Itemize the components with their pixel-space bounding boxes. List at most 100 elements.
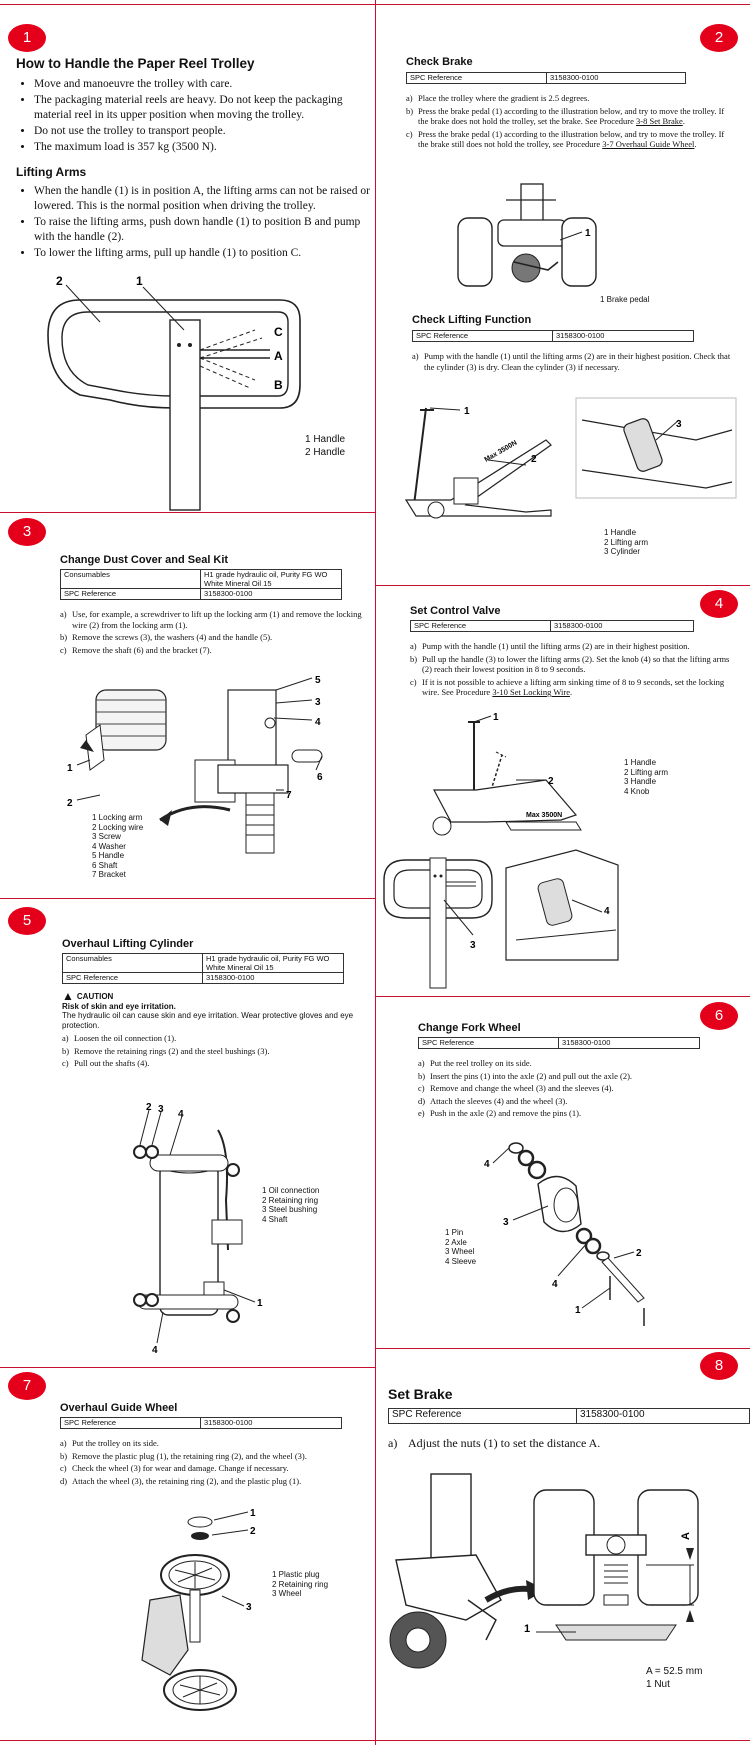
label-3: 3 bbox=[503, 1217, 509, 1228]
spc-label: SPC Reference bbox=[60, 1417, 201, 1429]
step-badge-1: 1 bbox=[8, 24, 46, 52]
step-badge-2: 2 bbox=[700, 24, 738, 52]
legend-item: 4 Washer bbox=[92, 841, 126, 851]
panel-title: How to Handle the Paper Reel Trolley bbox=[16, 56, 255, 71]
legend-item: 2 Lifting arm bbox=[604, 537, 649, 547]
step-badge-7: 7 bbox=[8, 1372, 46, 1400]
list-item: b)Remove the plastic plug (1), the retai… bbox=[60, 1450, 307, 1461]
legend-item: 2 Axle bbox=[445, 1237, 467, 1247]
legend-panel-4: 1 Handle 2 Lifting arm 3 Handle 4 Knob bbox=[624, 758, 668, 796]
list-item: When the handle (1) is in position A, th… bbox=[34, 184, 370, 214]
guide-wheel-diagram: 1 2 3 bbox=[141, 1508, 256, 1711]
legend-item: 1 Oil connection bbox=[262, 1186, 320, 1195]
spc-value: 3158300-0100 bbox=[550, 620, 694, 632]
list-item: e)Push in the axle (2) and remove the pi… bbox=[418, 1108, 582, 1118]
label-4: 4 bbox=[484, 1159, 490, 1170]
spc-value: 3158300-0100 bbox=[558, 1037, 700, 1049]
dust-cover-steps: a)Use, for example, a screwdriver to lif… bbox=[60, 609, 370, 655]
list-item: a)Loosen the oil connection (1). bbox=[62, 1033, 177, 1043]
link-set-locking-wire[interactable]: 3-10 Set Locking Wire bbox=[492, 687, 570, 697]
link-set-brake[interactable]: 3-8 Set Brake bbox=[636, 116, 683, 126]
list-item: b)Pull up the handle (3) to lower the li… bbox=[410, 653, 730, 675]
label-3: 3 bbox=[315, 697, 321, 708]
label-7: 7 bbox=[286, 790, 292, 801]
table-row-value: 3158300-0100 bbox=[200, 588, 342, 600]
handle-diagram: 2 1 C A B bbox=[47, 274, 301, 511]
label-1: 1 bbox=[250, 1508, 256, 1519]
list-item: a)Pump with the handle (1) until the lif… bbox=[410, 641, 690, 651]
list-item: Do not use the trolley to transport peop… bbox=[34, 124, 370, 139]
brake-pedal-diagram: 1 bbox=[457, 183, 597, 287]
brake-steps: a)Place the trolley where the gradient i… bbox=[406, 93, 736, 150]
label-3: 3 bbox=[246, 1602, 252, 1613]
spc-value: 3158300-0100 bbox=[200, 1417, 342, 1429]
control-valve-diagram: Max 3500N 1 2 3 4 bbox=[383, 712, 619, 989]
label-4: 4 bbox=[178, 1109, 184, 1120]
dust-cover-diagram: 5 3 4 6 7 1 2 bbox=[67, 675, 323, 854]
label-5: 5 bbox=[315, 675, 321, 686]
legend-item: 4 Knob bbox=[624, 786, 650, 796]
legend-item: 1 Plastic plug bbox=[272, 1570, 320, 1579]
legend-item: 4 Shaft bbox=[262, 1214, 288, 1224]
fork-wheel-diagram: 4 3 2 4 1 bbox=[484, 1142, 645, 1326]
handling-bullets: Move and manoeuvre the trolley with care… bbox=[16, 77, 370, 155]
handle-loop-outer bbox=[47, 299, 301, 409]
set-brake-steps: a)Adjust the nuts (1) to set the distanc… bbox=[388, 1436, 750, 1450]
divider-2-4 bbox=[376, 585, 750, 586]
label-1: 1 bbox=[493, 712, 499, 723]
label-2: 2 bbox=[56, 274, 63, 288]
label-4b: 4 bbox=[152, 1345, 158, 1356]
label-4: 4 bbox=[604, 906, 610, 917]
list-item: b)Press the brake pedal (1) according to… bbox=[406, 105, 725, 127]
column-divider bbox=[375, 0, 376, 1745]
cylinder-steps: a)Loosen the oil connection (1). b)Remov… bbox=[62, 1033, 372, 1069]
legend-item: 1 Locking arm bbox=[92, 813, 143, 822]
legend-item: 5 Handle bbox=[92, 851, 125, 860]
legend-item: 2 Handle bbox=[305, 447, 346, 458]
panel-title: Change Fork Wheel bbox=[418, 1022, 521, 1034]
section-subtitle: Lifting Arms bbox=[16, 165, 87, 179]
link-overhaul-guide-wheel[interactable]: 3-7 Overhaul Guide Wheel bbox=[602, 139, 695, 149]
lifting-cylinder-diagram: 2 3 4 1 4 bbox=[133, 1102, 263, 1356]
label-2: 2 bbox=[531, 454, 537, 465]
list-item: d)Attach the sleeves (4) and the wheel (… bbox=[418, 1095, 568, 1106]
panel-title: Overhaul Lifting Cylinder bbox=[62, 938, 194, 950]
label-1: 1 bbox=[257, 1298, 263, 1309]
legend-item: 4 Sleeve bbox=[445, 1256, 477, 1266]
label-2: 2 bbox=[146, 1102, 152, 1113]
list-item: a)Use, for example, a screwdriver to lif… bbox=[60, 609, 362, 630]
legend-panel-7: 1 Plastic plug 2 Retaining ring 3 Wheel bbox=[272, 1570, 328, 1599]
legend-item: 3 Wheel bbox=[272, 1589, 302, 1598]
table-row-value: 3158300-0100 bbox=[202, 972, 344, 984]
label-4: 4 bbox=[315, 717, 321, 728]
panel-title: Check Brake bbox=[406, 56, 473, 68]
label-3: 3 bbox=[676, 419, 682, 430]
legend-item: 7 Bracket bbox=[92, 870, 126, 879]
label-2: 2 bbox=[548, 776, 554, 787]
label-1: 1 bbox=[575, 1305, 581, 1316]
panel-title: Check Lifting Function bbox=[412, 314, 532, 326]
label-a: A bbox=[680, 1532, 692, 1540]
legend-panel-1: 1 Handle 2 Handle bbox=[305, 433, 345, 459]
list-item: a)Put the reel trolley on its side. bbox=[418, 1058, 532, 1068]
list-item: b)Remove the screws (3), the washers (4)… bbox=[60, 632, 273, 642]
legend-item: 1 Handle bbox=[624, 758, 657, 767]
legend-item: A = 52.5 mm bbox=[646, 1666, 703, 1677]
divider-3-5 bbox=[0, 898, 375, 899]
legend-item: 3 Screw bbox=[92, 832, 121, 841]
step-badge-5: 5 bbox=[8, 907, 46, 935]
handle-shaft bbox=[169, 319, 201, 511]
caution-header: ▲ CAUTION bbox=[62, 990, 372, 1001]
label-3: 3 bbox=[158, 1104, 164, 1115]
panel-title: Set Brake bbox=[388, 1386, 453, 1402]
list-item: b)Insert the pins (1) into the axle (2) … bbox=[418, 1070, 633, 1081]
lifting-arm-bullets: When the handle (1) is in position A, th… bbox=[16, 184, 370, 261]
